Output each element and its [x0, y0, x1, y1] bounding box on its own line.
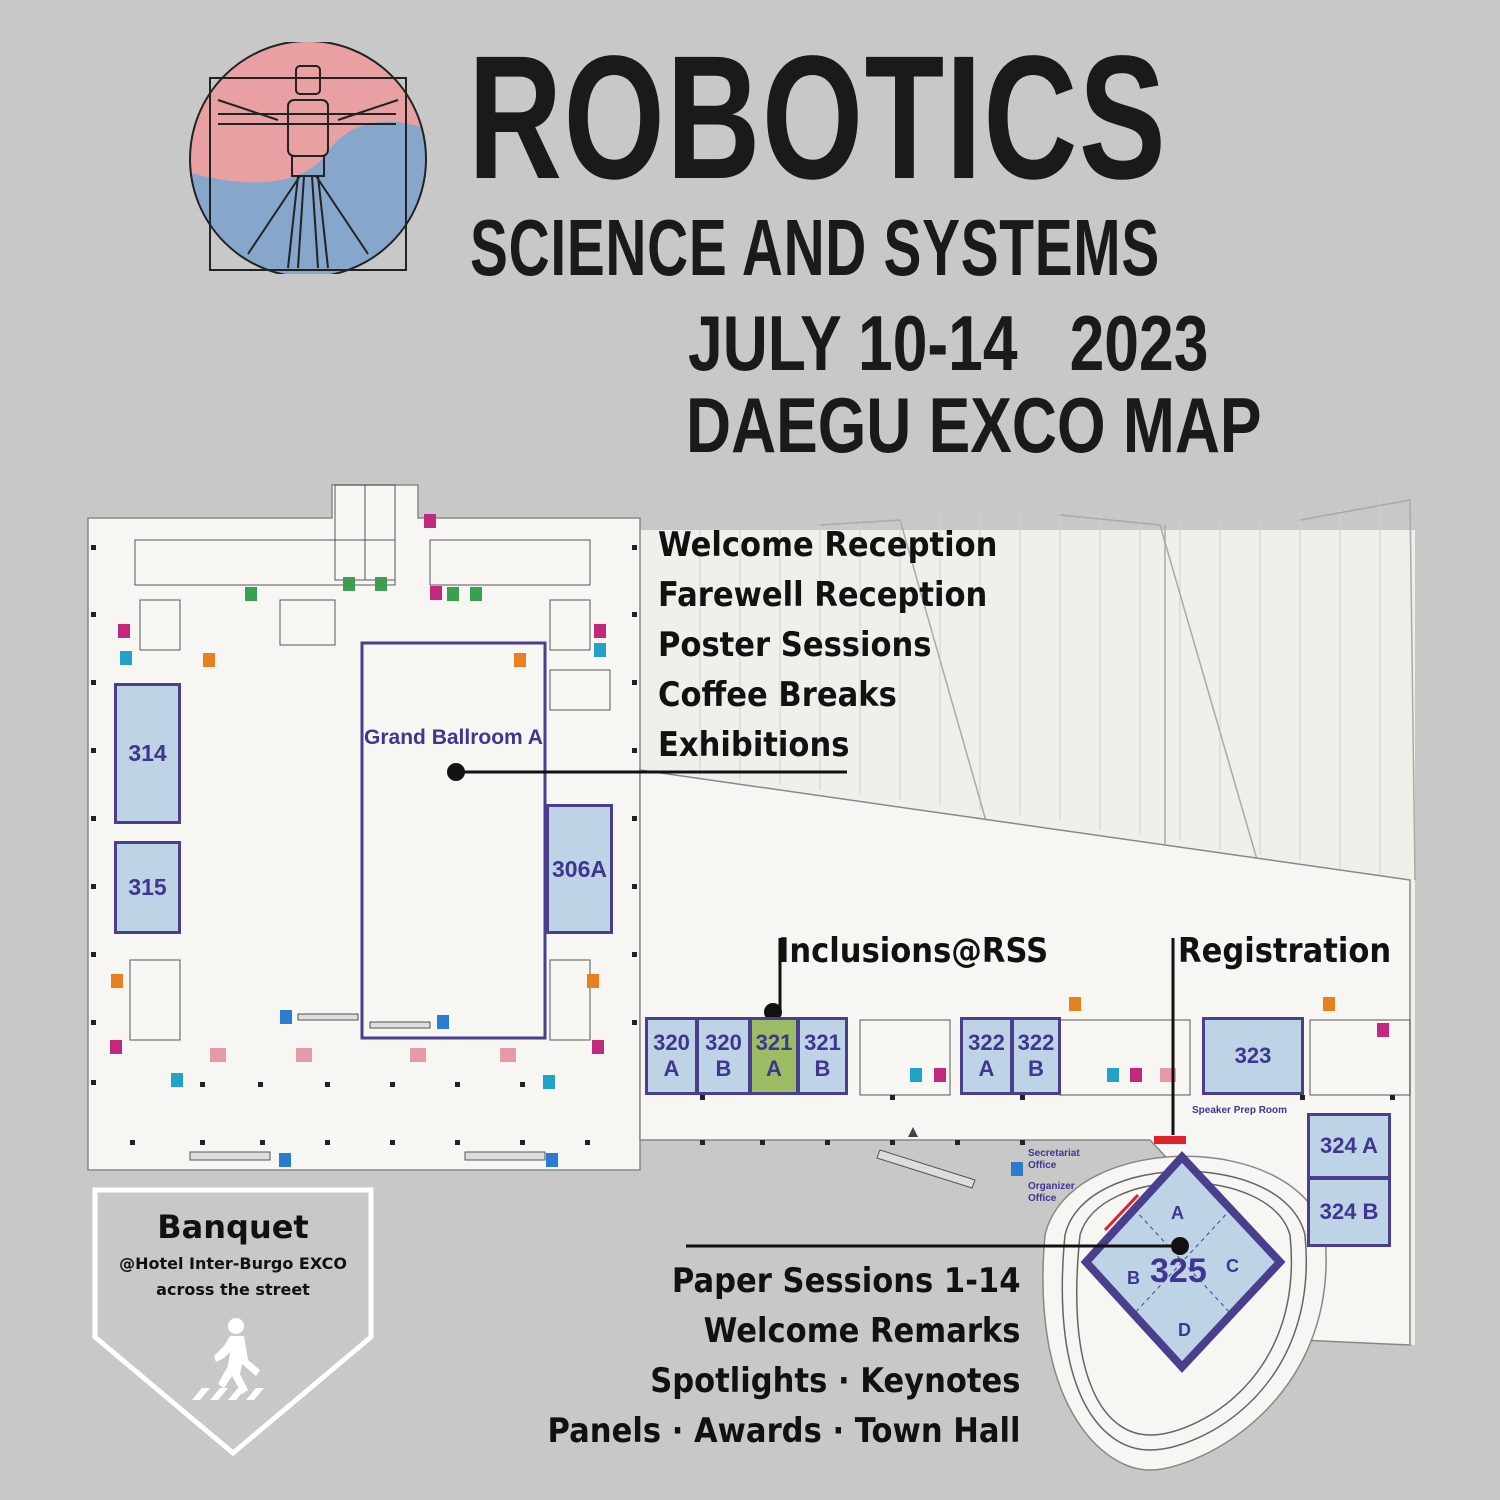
grand-ballroom-label[interactable]: Grand Ballroom A [364, 726, 543, 749]
event-welcome-reception: Welcome Reception [658, 525, 998, 565]
vitruvian-robot-logo [189, 42, 427, 274]
room-315-label: 315 [128, 874, 167, 900]
room-325-label: 325 [1150, 1252, 1207, 1290]
grand-ballroom-marker [447, 763, 465, 781]
event-poster-sessions: Poster Sessions [658, 625, 932, 665]
paper-sessions-marker [1171, 1237, 1189, 1255]
roof-area [640, 499, 1416, 1345]
event-farewell-reception: Farewell Reception [658, 575, 988, 615]
event-panels-awards-townhall: Panels · Awards · Town Hall [547, 1411, 1020, 1451]
title-robotics: ROBOTICS [468, 20, 1168, 216]
event-spotlights-keynotes: Spotlights · Keynotes [649, 1361, 1020, 1401]
event-coffee-breaks: Coffee Breaks [658, 675, 897, 715]
event-paper-sessions: Paper Sessions 1-14 [671, 1261, 1020, 1301]
inclusions-label: Inclusions@RSS [778, 931, 1049, 971]
event-date: JULY 10-14 2023 [688, 299, 1209, 387]
room-323[interactable]: 323 [1202, 1017, 1304, 1095]
room-325-shape[interactable] [1080, 1151, 1286, 1373]
room-325-section-d: D [1178, 1320, 1191, 1340]
room-315[interactable]: 315 [114, 841, 181, 934]
pedestrian-crossing-icon [192, 1318, 264, 1400]
registration-label: Registration [1178, 931, 1392, 971]
room-325-section-c: C [1226, 1256, 1239, 1276]
room-306a[interactable]: 306A [546, 804, 613, 934]
banquet-note: across the street [156, 1280, 310, 1299]
title-subtitle: SCIENCE AND SYSTEMS [470, 203, 1160, 292]
inclusions-marker [764, 1003, 782, 1021]
room-314-label: 314 [128, 740, 167, 766]
room-324b[interactable]: 324 B [1307, 1177, 1391, 1247]
speaker-prep-room-label: Speaker Prep Room [1192, 1105, 1288, 1116]
banquet-title: Banquet [157, 1208, 309, 1246]
banquet-venue: @Hotel Inter-Burgo EXCO [119, 1254, 347, 1273]
grand-ballroom-events: Welcome Reception Farewell Reception Pos… [658, 520, 1035, 770]
room-324a[interactable]: 324 A [1307, 1113, 1391, 1179]
registration-marker [1154, 1136, 1186, 1144]
room-325-section-a: A [1171, 1203, 1184, 1223]
room-314[interactable]: 314 [114, 683, 181, 824]
paper-sessions-events: Paper Sessions 1-14 Welcome Remarks Spot… [495, 1256, 1020, 1456]
room-306a-label: 306A [552, 855, 607, 882]
room-325-section-b: B [1127, 1268, 1140, 1288]
map-title: DAEGU EXCO MAP [686, 381, 1262, 469]
grand-ballroom-outline [360, 641, 547, 1040]
event-welcome-remarks: Welcome Remarks [703, 1311, 1020, 1351]
event-exhibitions: Exhibitions [658, 725, 850, 765]
